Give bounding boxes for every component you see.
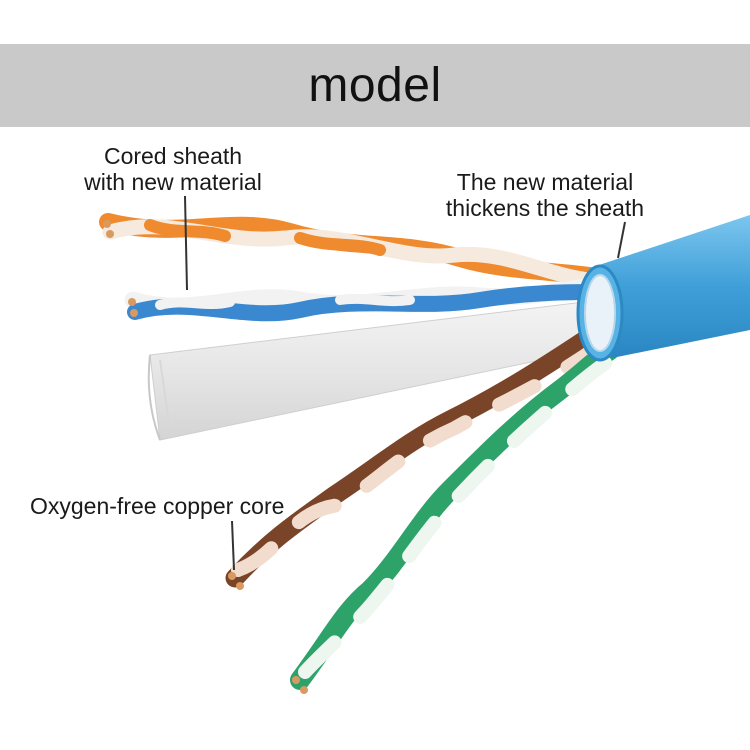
brown-twisted-pair <box>225 320 610 590</box>
callout-new-material-line1: The new material <box>456 169 634 195</box>
callout-copper-core: Oxygen-free copper core <box>30 493 284 519</box>
callout-cored-sheath-line2: with new material <box>84 169 262 195</box>
banner-title: model <box>308 59 442 112</box>
orange-twisted-pair <box>99 213 599 288</box>
callout-cored-sheath-line1: Cored sheath <box>103 143 243 169</box>
leader-lines <box>184 195 626 571</box>
blue-twisted-pair <box>124 276 609 322</box>
title-banner: model <box>0 44 750 127</box>
callout-copper-core-text: Oxygen-free copper core <box>30 493 285 519</box>
callout-cored-sheath: Cored sheath with new material <box>58 143 288 195</box>
callout-new-material: The new material thickens the sheath <box>425 169 665 221</box>
callout-new-material-line2: thickens the sheath <box>445 195 645 221</box>
blue-cable-jacket <box>576 215 750 362</box>
green-twisted-pair <box>290 340 620 694</box>
